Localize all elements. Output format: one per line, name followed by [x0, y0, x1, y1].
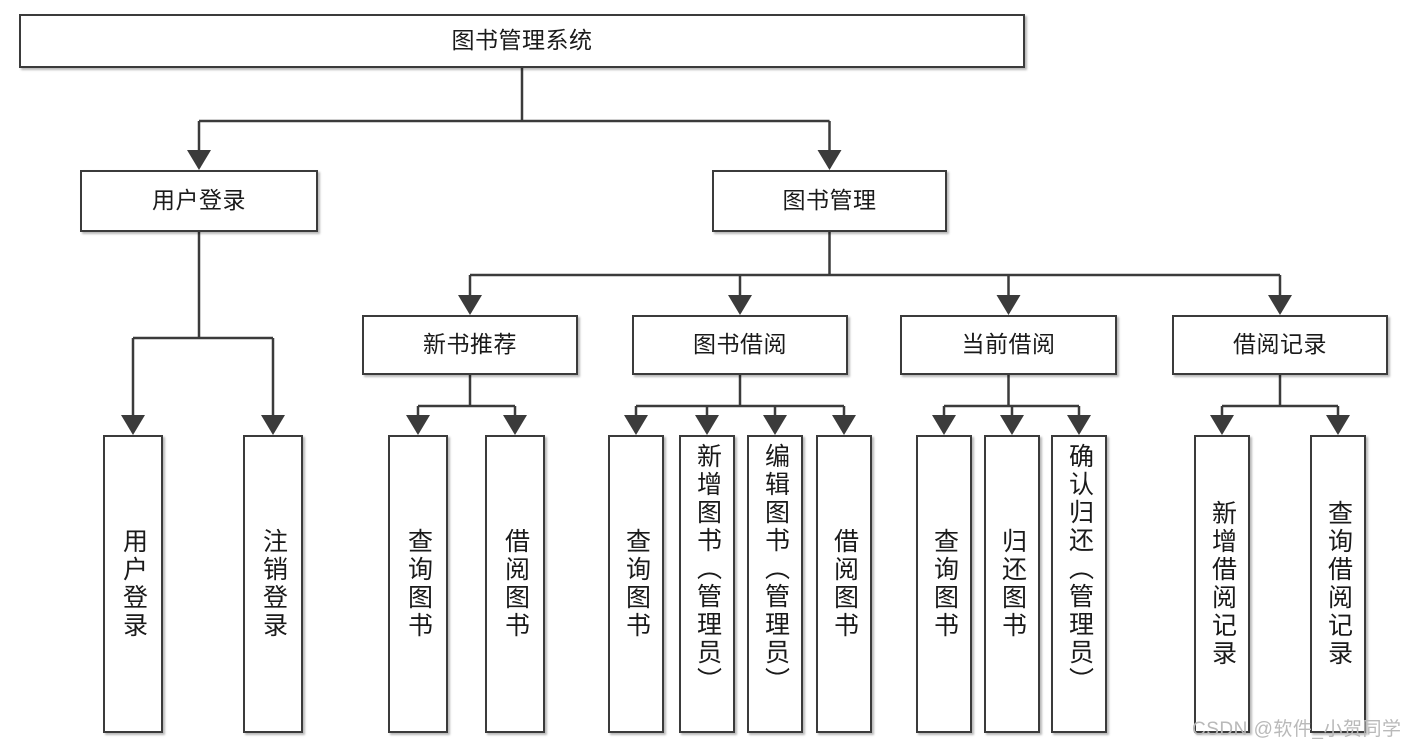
- connector-conn-borrow-record-to-leaves: [1210, 375, 1350, 435]
- connector-conn-root-to-level2: [187, 68, 842, 170]
- node-borrow-record[interactable]: 借阅记录: [1172, 315, 1388, 375]
- node-label: 归还图书: [998, 528, 1027, 640]
- node-leaf-query-record[interactable]: 查询借阅记录: [1310, 435, 1366, 733]
- node-label: 用户登录: [119, 528, 148, 640]
- node-label: 查询借阅记录: [1324, 500, 1353, 668]
- node-label: 注销登录: [259, 528, 288, 640]
- node-label: 用户登录: [152, 187, 246, 214]
- connector-conn-book-admin-to-level3: [458, 232, 1292, 315]
- node-label: 新增图书（管理员）: [693, 443, 722, 695]
- node-leaf-user-login[interactable]: 用户登录: [103, 435, 163, 733]
- node-label: 新增借阅记录: [1208, 500, 1237, 668]
- node-label: 新书推荐: [423, 331, 517, 358]
- connector-conn-new-book-rec-to-leaves: [406, 375, 527, 435]
- node-leaf-logout[interactable]: 注销登录: [243, 435, 303, 733]
- connector-conn-user-login-to-leaves: [121, 232, 285, 435]
- node-leaf-add-record[interactable]: 新增借阅记录: [1194, 435, 1250, 733]
- node-label: 图书管理系统: [451, 27, 593, 54]
- connector-conn-current-borrow-to-leaves: [932, 375, 1091, 435]
- node-leaf-query-book-3[interactable]: 查询图书: [916, 435, 972, 733]
- node-label: 查询图书: [404, 528, 433, 640]
- node-label: 借阅图书: [830, 528, 859, 640]
- node-label: 图书借阅: [693, 331, 787, 358]
- node-leaf-query-book-2[interactable]: 查询图书: [608, 435, 664, 733]
- csdn-watermark: CSDN @软件_小贺同学: [1192, 719, 1402, 740]
- node-leaf-query-book-1[interactable]: 查询图书: [388, 435, 448, 733]
- node-label: 确认归还（管理员）: [1065, 443, 1094, 695]
- node-leaf-add-book[interactable]: 新增图书（管理员）: [679, 435, 735, 733]
- connector-conn-book-borrow-to-leaves: [624, 375, 856, 435]
- node-leaf-edit-book[interactable]: 编辑图书（管理员）: [747, 435, 803, 733]
- node-leaf-borrow-book-2[interactable]: 借阅图书: [816, 435, 872, 733]
- node-label: 编辑图书（管理员）: [761, 443, 790, 695]
- node-label: 借阅记录: [1233, 331, 1327, 358]
- node-label: 当前借阅: [961, 331, 1056, 358]
- node-leaf-confirm-return[interactable]: 确认归还（管理员）: [1051, 435, 1107, 733]
- node-label: 借阅图书: [501, 528, 530, 640]
- node-user-login[interactable]: 用户登录: [80, 170, 318, 232]
- node-leaf-borrow-book-1[interactable]: 借阅图书: [485, 435, 545, 733]
- node-leaf-return-book[interactable]: 归还图书: [984, 435, 1040, 733]
- node-current-borrow[interactable]: 当前借阅: [900, 315, 1117, 375]
- node-book-admin[interactable]: 图书管理: [712, 170, 947, 232]
- node-root[interactable]: 图书管理系统: [19, 14, 1025, 68]
- node-label: 查询图书: [622, 528, 651, 640]
- node-new-book-rec[interactable]: 新书推荐: [362, 315, 578, 375]
- node-book-borrow[interactable]: 图书借阅: [632, 315, 848, 375]
- node-label: 图书管理: [782, 187, 877, 214]
- node-label: 查询图书: [930, 528, 959, 640]
